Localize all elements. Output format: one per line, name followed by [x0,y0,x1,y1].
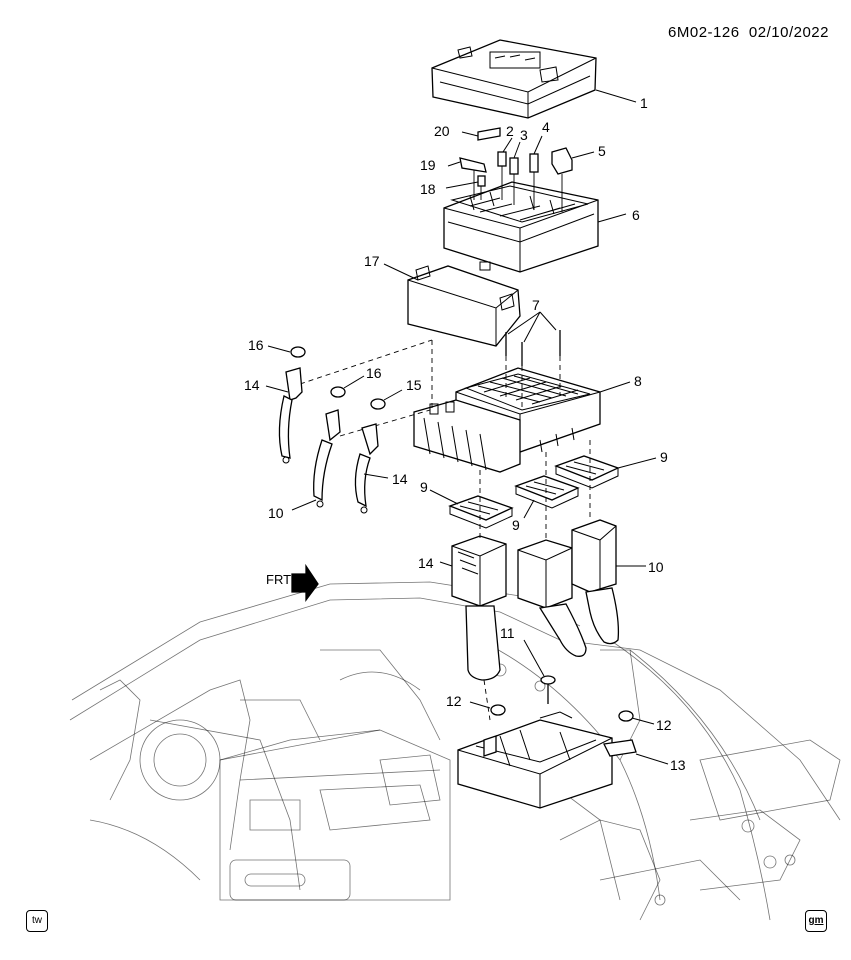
callout-15: 15 [406,377,422,393]
part-12-nut-left [490,704,506,716]
part-2-fuse [497,151,507,200]
callout-1: 1 [640,95,648,111]
callout-14-left: 14 [244,377,260,393]
part-15-nut [370,398,386,410]
callout-18: 18 [420,181,436,197]
callout-11: 11 [500,625,515,641]
front-direction-label: FRT [266,572,291,587]
callout-14-right: 14 [392,471,408,487]
part-19-fuse-puller [459,157,487,200]
part-16-nut-left [290,346,306,358]
callout-6: 6 [632,207,640,223]
callout-labels: 1 2 3 4 5 6 7 8 9 9 9 10 10 11 12 12 13 … [244,95,686,773]
part-13-bracket [457,711,637,809]
dashed-assembly-guides [299,339,591,721]
callout-9-right: 9 [660,449,668,465]
part-10-harness-connector-right [571,519,620,645]
callout-19: 19 [420,157,436,173]
callout-10-left: 10 [268,505,284,521]
leader-lines [265,89,669,765]
callout-3: 3 [520,127,528,143]
callout-16-middle: 16 [366,365,382,381]
part-16-nut-middle [330,386,346,398]
part-10-cable [313,409,341,508]
part-9-retainer-middle [514,475,580,509]
callout-13: 13 [670,757,686,773]
gm-logo-badge: gm [805,910,827,932]
callout-5: 5 [598,143,606,159]
callout-12-right: 12 [656,717,672,733]
callout-16-left: 16 [248,337,264,353]
part-8-fuse-block-lower [413,367,601,473]
tw-badge: tw [26,910,48,932]
part-14-harness-connector [451,535,507,681]
part-6-fuse-block [443,181,599,273]
part-11-bolt [540,675,556,704]
part-14-cable-right [354,423,379,514]
part-5-relay [551,147,573,212]
part-9-retainer-left [448,495,514,529]
diagram-code: 6M02-126 [668,24,740,41]
callout-17: 17 [364,253,380,269]
callout-2: 2 [506,123,514,139]
diagram-header: 6M02-126 02/10/2022 [668,24,829,41]
part-12-nut-right [618,710,634,722]
vehicle-body-background [69,581,841,921]
part-14-cable-left [278,367,303,464]
part-1-fuse-block-cover [431,39,597,119]
part-7-studs [505,330,561,410]
callout-4: 4 [542,119,550,135]
part-17-cover [407,265,521,347]
callout-7: 7 [532,297,540,313]
diagram-date: 02/10/2022 [748,24,829,41]
front-direction-arrow: FRT [266,563,319,602]
callout-10-right: 10 [648,559,664,575]
part-20-label [477,127,501,141]
part-18-fuse [477,175,486,200]
callout-9-left: 9 [420,479,428,495]
callout-8: 8 [634,373,642,389]
part-10-harness-connector-middle [517,539,587,657]
callout-14-connector: 14 [418,555,434,571]
callout-12-left: 12 [446,693,462,709]
callout-9-middle: 9 [512,517,520,533]
callout-20: 20 [434,123,450,139]
